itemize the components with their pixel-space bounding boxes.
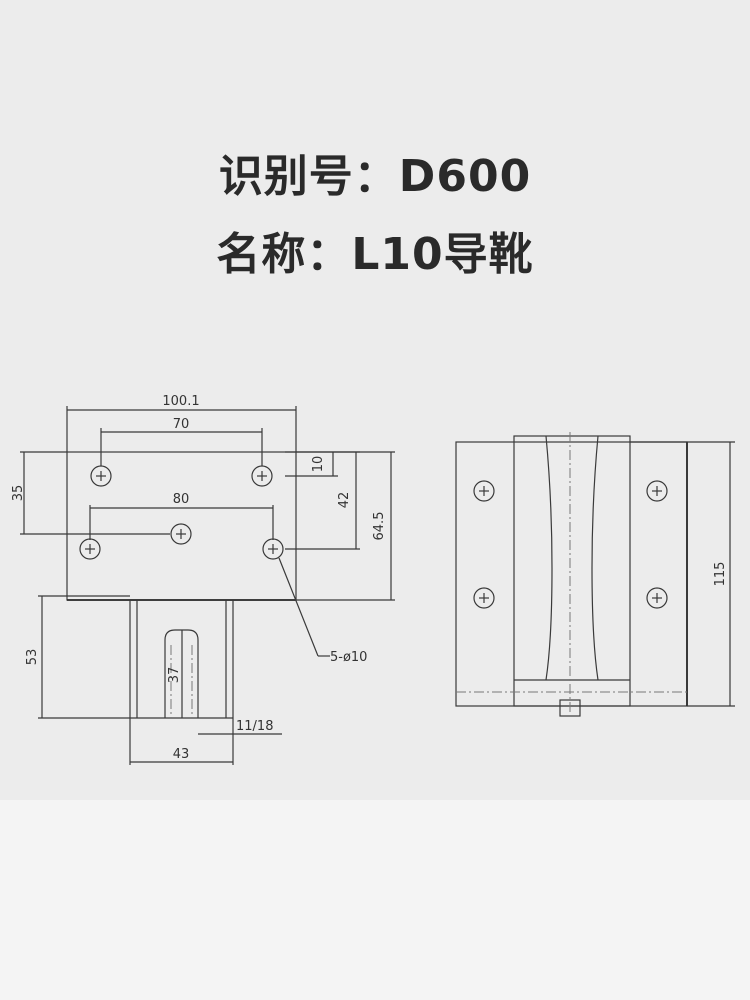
- side-view: 115: [455, 432, 735, 717]
- hole-callout: 5-ø10: [330, 650, 367, 665]
- dim-37: 37: [167, 667, 182, 684]
- hole-icon: [251, 465, 273, 487]
- front-view: 100.1 70 80 35 10 42 64.5 5-ø1: [11, 394, 395, 765]
- hole-icon: [646, 480, 668, 502]
- dim-43: 43: [173, 747, 190, 762]
- shoe-block: [513, 435, 631, 707]
- dim-10: 10: [311, 456, 326, 473]
- hole-icon: [170, 523, 192, 545]
- id-title: 识别号：D600: [218, 151, 532, 202]
- name-title: 名称：L10导靴: [216, 229, 534, 280]
- hole-icon: [473, 587, 495, 609]
- dim-35: 35: [11, 485, 26, 502]
- hole-icon: [90, 465, 112, 487]
- dim-70: 70: [173, 417, 190, 432]
- hole-icon: [646, 587, 668, 609]
- hole-icon: [262, 538, 284, 560]
- dim-42: 42: [337, 492, 352, 509]
- dim-11-18: 11/18: [236, 719, 273, 734]
- hole-icon: [79, 538, 101, 560]
- dim-115: 115: [713, 562, 728, 587]
- dim-100-1: 100.1: [162, 394, 199, 409]
- dim-64-5: 64.5: [372, 512, 387, 541]
- hole-icon: [473, 480, 495, 502]
- lower-background: [0, 800, 750, 1000]
- dim-53: 53: [25, 649, 40, 666]
- dim-80: 80: [173, 492, 190, 507]
